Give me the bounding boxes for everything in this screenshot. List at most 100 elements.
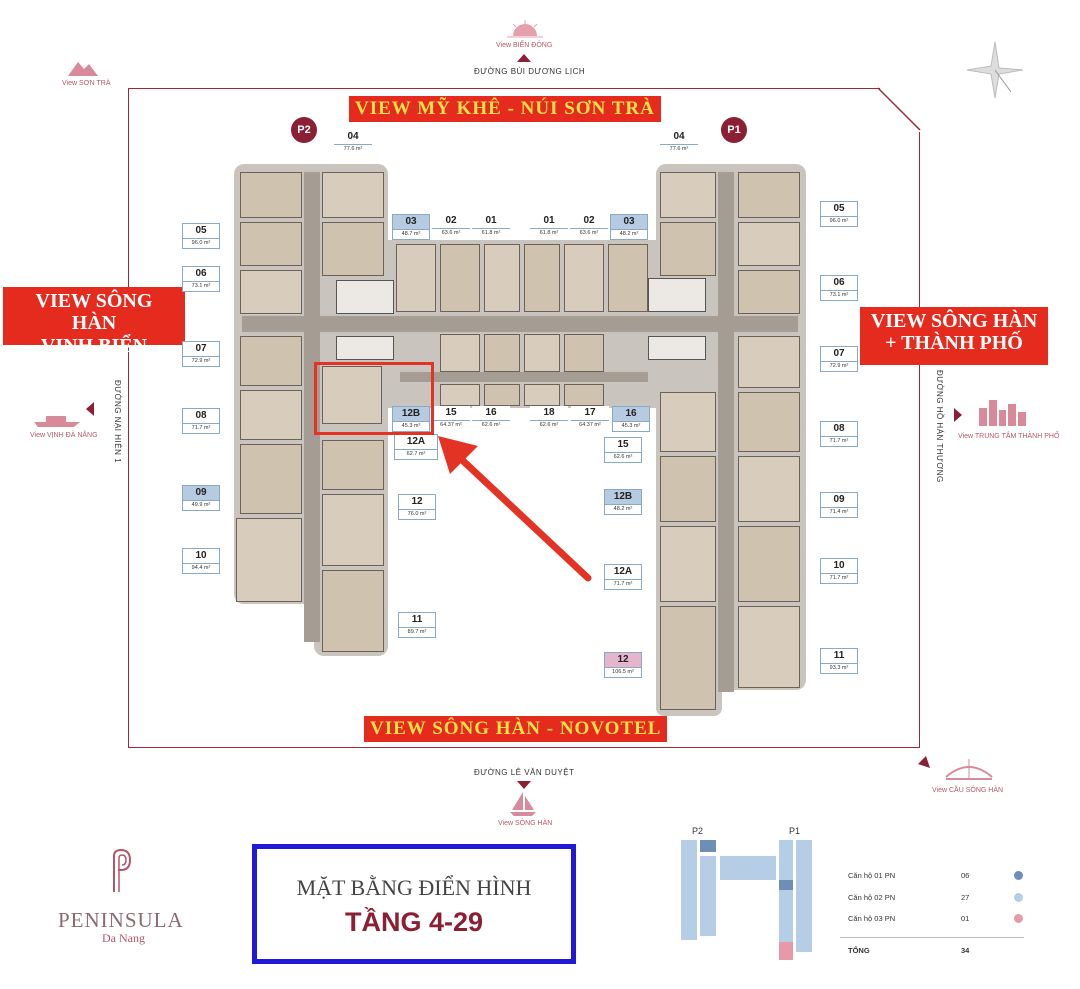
unit-area: 62.6 m²: [613, 454, 633, 460]
title-box: MẶT BẰNG ĐIỂN HÌNH TẦNG 4-29: [252, 844, 576, 964]
room-p1: [660, 456, 716, 522]
room-p2: [240, 270, 302, 314]
room-connector: [524, 334, 560, 372]
room-connector: [484, 244, 520, 312]
room-p2: [322, 222, 384, 276]
unit-area: 71.7 m²: [613, 581, 633, 587]
unit-area: 72.9 m²: [829, 363, 849, 369]
title-line2: TẦNG 4-29: [344, 907, 484, 937]
tower-p2-badge: P2: [291, 117, 317, 143]
brand-name: PENINSULA: [58, 908, 184, 932]
unit-area: 71.7 m²: [829, 575, 849, 581]
unit-number: 10: [183, 549, 219, 564]
room-connector: [484, 384, 520, 406]
room-p2: [322, 570, 384, 652]
unit-area: 48.2 m²: [613, 506, 633, 512]
unit-area: 61.8 m²: [539, 230, 559, 236]
tower-p1-badge: P1: [721, 117, 747, 143]
view-banner-right-line1: VIEW SÔNG HÀN: [870, 310, 1038, 332]
unit-number: 05: [183, 224, 219, 239]
unit-number: 06: [821, 276, 857, 291]
unit-area: 93.3 m²: [829, 665, 849, 671]
unit-number: 04: [660, 130, 698, 145]
street-top: ĐƯỜNG BÙI DƯƠNG LỊCH: [474, 67, 586, 76]
connector-corridor: [400, 372, 648, 382]
unit-area: 72.9 m²: [191, 358, 211, 364]
minimap-block: [700, 856, 716, 936]
unit-number: 15: [605, 438, 641, 453]
room-p1: [738, 222, 800, 266]
unit-number: 11: [399, 613, 435, 628]
view-banner-left: VIEW SÔNG HÀN VỊNH BIỂN: [3, 287, 185, 357]
unit-number: 09: [821, 493, 857, 508]
site-corner-chamfer: [877, 87, 921, 131]
p1-stair-core: [648, 336, 706, 360]
room-p2: [322, 494, 384, 566]
unit-area: 62.7 m²: [406, 451, 426, 457]
unit-number: 05: [821, 202, 857, 217]
minimap-p2-label: P2: [692, 826, 704, 836]
highlighted-unit-box: [314, 362, 434, 435]
room-p2: [240, 390, 302, 440]
street-right: ĐƯỜNG HỒ HÁN THƯƠNG: [935, 370, 944, 483]
minimap-p1-label: P1: [789, 826, 801, 836]
legend-total-value: 34: [961, 946, 970, 955]
site-corner-mask: [880, 86, 926, 132]
unit-number: 18: [530, 406, 568, 421]
room-p2: [322, 366, 382, 424]
room-p1: [660, 222, 716, 276]
room-p2: [236, 518, 302, 602]
unit-area: 64.37 m²: [440, 422, 462, 428]
unit-number: 12A: [395, 435, 437, 450]
unit-number: 12: [399, 495, 435, 510]
compass-icon: [966, 41, 1024, 99]
ship-icon: [34, 416, 80, 427]
unit-number: 12B: [605, 490, 641, 505]
legend-label-1br: Căn hộ 01 PN: [848, 871, 896, 880]
room-p2: [322, 172, 384, 218]
sailboat-icon: [510, 792, 536, 816]
brand-city: Da Nang: [102, 931, 145, 945]
room-p1: [738, 336, 800, 388]
legend-dot-2br: [1014, 893, 1023, 902]
unit-number: 11: [821, 649, 857, 664]
unit-area: 76.0 m²: [407, 511, 427, 517]
street-left: ĐƯỜNG NẠI HIÊN 1: [113, 380, 122, 464]
landmark-top-label: View BIỂN ĐÔNG: [496, 42, 553, 49]
room-p1: [738, 172, 800, 218]
unit-area: 89.7 m²: [407, 629, 427, 635]
legend-label-2br: Căn hộ 02 PN: [848, 893, 896, 902]
unit-area: 45.3 m²: [401, 423, 421, 429]
unit-area: 62.6 m²: [539, 422, 559, 428]
landmark-top-left-label: View SƠN TRÀ: [62, 80, 111, 87]
arrow-right-icon: [954, 408, 962, 422]
unit-area: 77.6 m²: [669, 146, 689, 152]
arrow-left-icon: [86, 402, 94, 416]
unit-area: 49.9 m²: [191, 502, 211, 508]
main-corridor: [242, 316, 798, 332]
unit-area: 62.6 m²: [481, 422, 501, 428]
unit-number: 07: [183, 342, 219, 357]
sunrise-icon: [507, 20, 543, 38]
unit-number: 16: [613, 407, 649, 422]
arrow-up-icon: [517, 54, 531, 62]
room-p1: [660, 172, 716, 218]
